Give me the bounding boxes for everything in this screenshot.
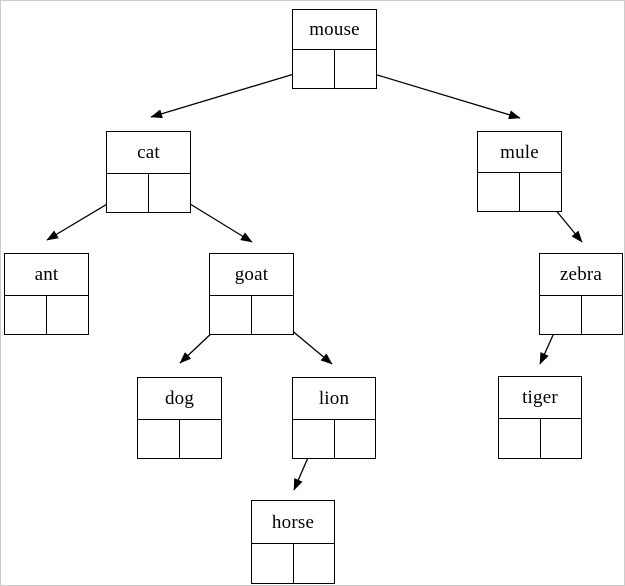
node-label-tiger: tiger bbox=[522, 387, 558, 408]
tree-node-cat[interactable]: cat bbox=[106, 131, 191, 213]
pointer-cell-right-ant[interactable] bbox=[47, 296, 88, 334]
node-pointers-horse bbox=[252, 543, 334, 583]
pointer-cell-right-mule[interactable] bbox=[520, 173, 561, 211]
tree-node-lion[interactable]: lion bbox=[292, 377, 376, 459]
node-pointers-zebra bbox=[540, 295, 622, 334]
pointer-cell-left-dog[interactable] bbox=[138, 420, 180, 458]
pointer-cell-right-cat[interactable] bbox=[149, 174, 190, 212]
pointer-cell-left-zebra[interactable] bbox=[540, 296, 582, 334]
node-label-ant: ant bbox=[34, 264, 59, 285]
node-label-mule: mule bbox=[500, 141, 539, 163]
node-pointers-dog bbox=[138, 419, 221, 458]
tree-node-goat[interactable]: goat bbox=[209, 253, 294, 335]
node-pointers-ant bbox=[5, 295, 88, 334]
edge-mouse-right-mule bbox=[353, 67, 521, 120]
node-pointers-tiger bbox=[499, 418, 581, 458]
pointer-cell-right-mouse[interactable] bbox=[335, 50, 376, 88]
tree-node-mule[interactable]: mule bbox=[477, 131, 562, 212]
node-pointers-lion bbox=[293, 419, 375, 458]
node-label-dog: dog bbox=[164, 388, 195, 409]
node-pointers-mouse bbox=[293, 49, 376, 88]
node-pointers-mule bbox=[478, 172, 561, 211]
pointer-cell-left-tiger[interactable] bbox=[499, 419, 541, 458]
node-label-goat: goat bbox=[234, 264, 269, 285]
pointer-cell-left-mule[interactable] bbox=[478, 173, 520, 211]
pointer-cell-left-mouse[interactable] bbox=[293, 50, 335, 88]
tree-node-dog[interactable]: dog bbox=[137, 377, 222, 459]
node-pointers-cat bbox=[107, 173, 190, 212]
node-label-zebra: zebra bbox=[559, 264, 603, 285]
tree-node-zebra[interactable]: zebra bbox=[539, 253, 623, 335]
tree-node-ant[interactable]: ant bbox=[4, 253, 89, 335]
node-label-horse: horse bbox=[271, 511, 315, 533]
pointer-cell-right-horse[interactable] bbox=[293, 544, 334, 583]
pointer-cell-right-dog[interactable] bbox=[180, 420, 221, 458]
tree-node-horse[interactable]: horse bbox=[251, 500, 335, 584]
node-label-cat: cat bbox=[137, 142, 160, 163]
pointer-cell-left-cat[interactable] bbox=[107, 174, 149, 212]
tree-node-tiger[interactable]: tiger bbox=[498, 376, 582, 459]
edge-mouse-left-cat bbox=[150, 67, 315, 119]
node-pointers-goat bbox=[210, 295, 293, 334]
pointer-cell-left-goat[interactable] bbox=[210, 296, 252, 334]
tree-node-mouse[interactable]: mouse bbox=[292, 9, 377, 89]
pointer-cell-right-tiger[interactable] bbox=[540, 419, 581, 458]
pointer-cell-right-zebra[interactable] bbox=[581, 296, 622, 334]
pointer-cell-left-horse[interactable] bbox=[252, 544, 294, 583]
node-label-lion: lion bbox=[318, 388, 350, 409]
pointer-cell-left-ant[interactable] bbox=[5, 296, 47, 334]
pointer-cell-left-lion[interactable] bbox=[293, 420, 335, 458]
pointer-cell-right-goat[interactable] bbox=[252, 296, 293, 334]
node-label-mouse: mouse bbox=[309, 19, 360, 40]
pointer-cell-right-lion[interactable] bbox=[334, 420, 375, 458]
